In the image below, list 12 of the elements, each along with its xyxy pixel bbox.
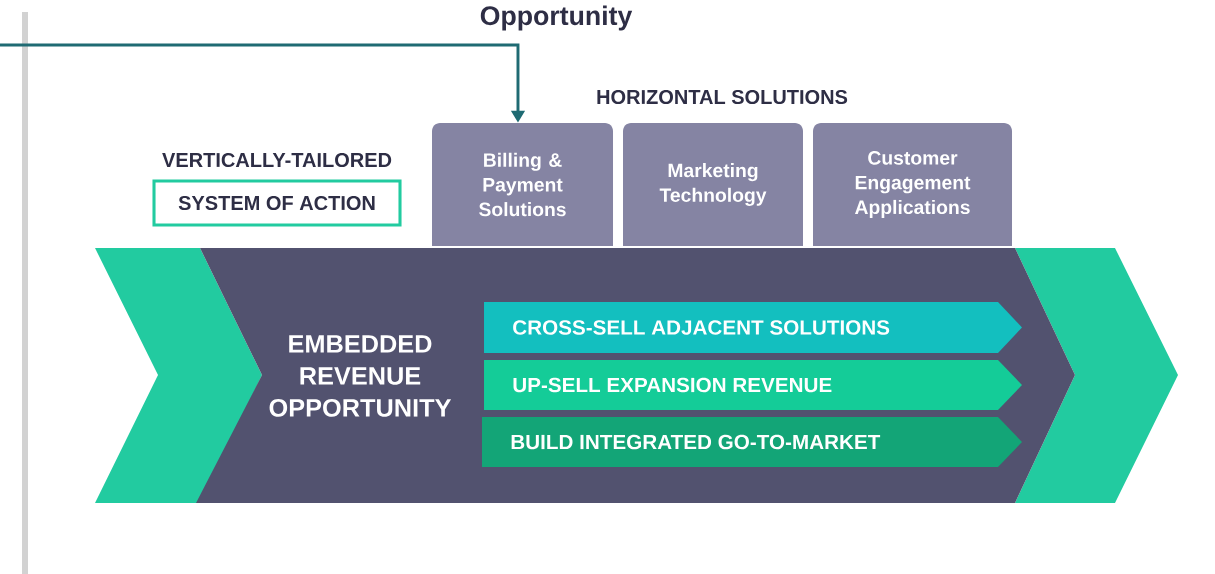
system-box: VERTICALLY-TAILORED SYSTEM OF ACTION xyxy=(152,152,402,227)
solution-box: Marketing Technology xyxy=(623,123,803,246)
section-heading: HORIZONTAL SOLUTIONS xyxy=(597,89,848,105)
arrow-band: CROSS-SELL ADJACENT SOLUTIONS xyxy=(484,302,1022,353)
title: Opportunity xyxy=(480,5,633,31)
chevron-shape xyxy=(95,248,262,503)
arrow-band: UP-SELL EXPANSION REVENUE xyxy=(484,360,1022,410)
arrow-band: BUILD INTEGRATED GO-TO-MARKET xyxy=(482,417,1022,467)
solution-box: Billing & Payment Solutions xyxy=(432,123,613,246)
solution-box: Customer Engagement Applications xyxy=(813,123,1012,246)
chevron-shape xyxy=(1015,248,1178,503)
node-label: VERTICALLY-TAILORED xyxy=(162,152,392,168)
